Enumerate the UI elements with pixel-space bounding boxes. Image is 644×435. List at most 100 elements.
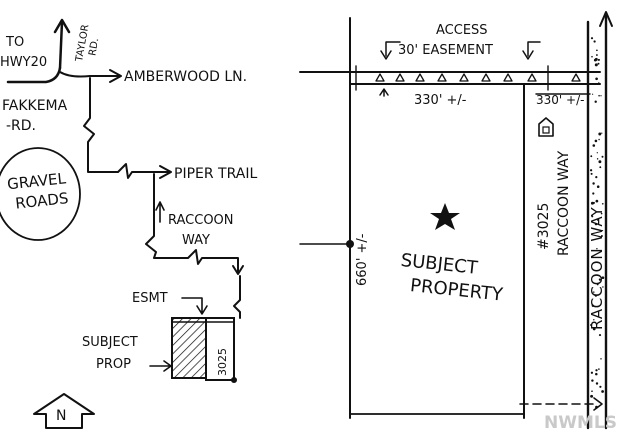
taylor-rd-line2: RD. xyxy=(87,37,101,56)
esmt-arrow-icon xyxy=(181,297,208,315)
gravel-dot xyxy=(601,132,603,134)
gravel-dot xyxy=(598,132,602,136)
small-parcel xyxy=(149,317,237,383)
house-icon xyxy=(538,117,554,137)
gravel-dot xyxy=(590,371,594,374)
raccoon-way-small-line1: RACCOON xyxy=(168,213,234,228)
gravel-dot xyxy=(601,155,604,158)
gravel-dot xyxy=(594,63,598,67)
gravel-dot xyxy=(598,368,600,370)
gravel-dot xyxy=(594,294,598,297)
easement-triangle xyxy=(395,73,405,82)
gravel-dot xyxy=(589,169,593,172)
gravel-dot xyxy=(599,166,602,169)
gravel-roads-circle xyxy=(0,147,81,241)
label-dim-660: 660' +/- xyxy=(355,233,370,286)
gravel-dot xyxy=(600,358,602,360)
label-access-easement: ACCESS 30' EASEMENT xyxy=(398,23,493,58)
label-esmt: ESMT xyxy=(132,291,168,306)
label-lot-3025-small: 3025 xyxy=(216,348,229,376)
to-hwy20-line2: HWY20 xyxy=(0,55,47,70)
site-plan xyxy=(299,11,613,430)
gravel-dot xyxy=(590,37,594,40)
raccoon-way-line xyxy=(145,173,239,273)
label-amberwood-ln: AMBERWOOD LN. xyxy=(124,69,247,85)
raccoon-way-arrow-icon xyxy=(232,265,244,275)
gravel-dot xyxy=(599,385,602,388)
easement-triangle xyxy=(415,73,425,82)
access-easement-line1: ACCESS xyxy=(436,23,488,38)
gravel-dot xyxy=(597,58,600,61)
label-dim-330-right: 330' +/- xyxy=(536,93,584,107)
raccoon-way-3025-line2: RACCOON WAY xyxy=(556,150,572,256)
taylor-rd-arrow-icon xyxy=(53,18,71,34)
gravel-dot xyxy=(598,160,602,164)
label-subject-property: SUBJECT PROPERTY xyxy=(397,250,507,306)
watermark: NWMLS xyxy=(544,413,617,433)
gravel-dot xyxy=(598,334,602,337)
label-fakkema-rd: FAKKEMA -RD. xyxy=(2,98,72,134)
gravel-dot xyxy=(595,372,598,376)
gravel-dot xyxy=(594,100,597,103)
gravel-dot xyxy=(593,291,595,293)
gravel-dot xyxy=(596,219,599,221)
label-north: N xyxy=(56,408,66,424)
gravel-dot xyxy=(601,390,604,393)
gravel-dot xyxy=(590,201,594,205)
fakkema-rd-line xyxy=(6,66,62,84)
gravel-dot xyxy=(596,248,598,250)
amberwood-ln-line xyxy=(59,71,121,78)
easement-markers xyxy=(375,73,581,82)
gravel-dot xyxy=(595,176,598,179)
gravel-dot xyxy=(591,215,594,218)
gravel-dot xyxy=(594,57,598,61)
raccoon-way-3025-line1: #3025 xyxy=(536,203,552,250)
label-dim-330-top: 330' +/- xyxy=(414,93,467,108)
raccoon-way-up-arrow-icon xyxy=(155,201,165,223)
access-easement-line2: 30' EASEMENT xyxy=(398,43,493,58)
gravel-dot xyxy=(601,202,604,205)
label-raccoon-way-road: RACCOON WAY xyxy=(588,206,606,330)
label-piper-trail: PIPER TRAIL xyxy=(174,166,257,182)
gravel-dot xyxy=(591,55,593,58)
gravel-dot xyxy=(601,276,605,280)
gravel-dot xyxy=(596,152,598,154)
vicinity-map xyxy=(0,18,244,429)
label-gravel-roads: GRAVEL ROADS xyxy=(6,169,73,213)
gravel-dot xyxy=(598,82,600,84)
subject-prop-small-line2: PROP xyxy=(96,357,131,372)
gravel-dot xyxy=(601,229,604,232)
label-to-hwy20: TO HWY20 xyxy=(0,35,47,70)
gravel-dot xyxy=(596,283,599,286)
gravel-roads-line2: ROADS xyxy=(14,189,69,212)
gravel-dot xyxy=(591,390,593,393)
fakkema-rd-line1: FAKKEMA xyxy=(2,98,68,114)
gravel-dot xyxy=(592,327,596,331)
easement-triangle xyxy=(375,73,385,82)
north-arrow-icon xyxy=(33,393,95,429)
subject-prop-small-line1: SUBJECT xyxy=(82,335,138,350)
gravel-dot xyxy=(595,54,598,56)
amberwood-arrow-icon xyxy=(109,69,122,83)
gravel-dot xyxy=(594,139,598,143)
gravel-dot xyxy=(598,138,600,141)
gravel-dot xyxy=(600,95,602,97)
gravel-dot xyxy=(600,235,603,237)
gravel-dot xyxy=(593,40,596,43)
gravel-dot xyxy=(595,405,598,409)
to-hwy20-line1: TO xyxy=(5,35,24,50)
gravel-dot xyxy=(596,158,599,160)
gravel-dot xyxy=(590,172,593,175)
gravel-road-line xyxy=(83,77,171,179)
gravel-dot xyxy=(595,200,598,203)
gravel-dot xyxy=(592,182,595,185)
easement-triangle xyxy=(503,73,513,82)
gravel-dot xyxy=(590,323,593,327)
label-taylor-rd: TAYLOR RD. xyxy=(74,20,104,65)
gravel-dot xyxy=(596,185,600,188)
lot-3025-parcel xyxy=(205,317,235,381)
easement-triangle xyxy=(437,73,447,82)
label-raccoon-way-small: RACCOON WAY xyxy=(168,213,238,248)
